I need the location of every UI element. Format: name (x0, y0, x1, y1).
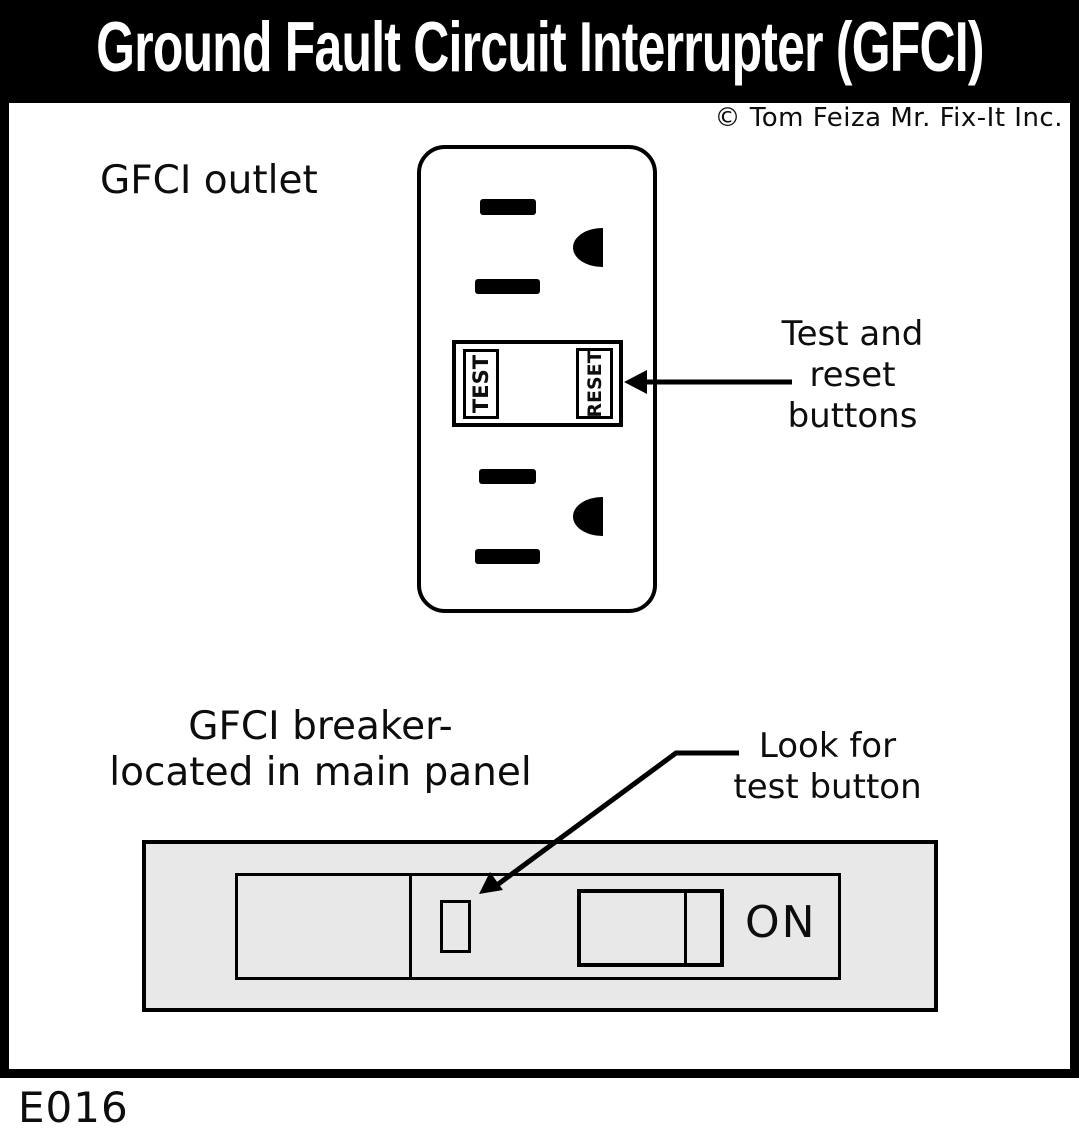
test-reset-callout-line2: reset (809, 355, 896, 395)
test-button-label: TEST (469, 354, 493, 414)
outlet-test-button: TEST (463, 349, 499, 419)
reset-button-label: RESET (583, 349, 606, 418)
test-reset-callout-line1: Test and (781, 314, 924, 354)
test-reset-callout-line3: buttons (787, 396, 918, 436)
outlet-top-slot-short (480, 199, 536, 215)
look-for-callout-line2: test button (733, 767, 922, 807)
copyright-text: © Tom Feiza Mr. Fix-It Inc. (714, 103, 1063, 133)
breaker-on-label: ON (745, 897, 817, 948)
look-for-callout: Look for test button (705, 726, 950, 808)
outlet-reset-button: RESET (576, 348, 613, 419)
title-bar: Ground Fault Circuit Interrupter (GFCI) (0, 0, 1079, 94)
breaker-body-divider (409, 873, 412, 980)
breaker-switch-divider (684, 889, 687, 967)
outlet-top-slot-long (475, 279, 540, 294)
look-for-callout-line1: Look for (758, 726, 897, 766)
outlet-label: GFCI outlet (100, 158, 318, 203)
test-reset-callout: Test and reset buttons (770, 314, 935, 437)
breaker-label-line2: located in main panel (109, 750, 532, 795)
outlet-bottom-slot-short (479, 469, 536, 484)
diagram-code: E016 (18, 1083, 129, 1130)
breaker-label-line1: GFCI breaker- (188, 704, 453, 749)
outlet-bottom-slot-long (475, 549, 540, 564)
breaker-test-button (440, 900, 471, 953)
page-title: Ground Fault Circuit Interrupter (GFCI) (95, 7, 984, 87)
breaker-label: GFCI breaker- located in main panel (103, 704, 538, 796)
breaker-switch-handle (577, 889, 724, 967)
